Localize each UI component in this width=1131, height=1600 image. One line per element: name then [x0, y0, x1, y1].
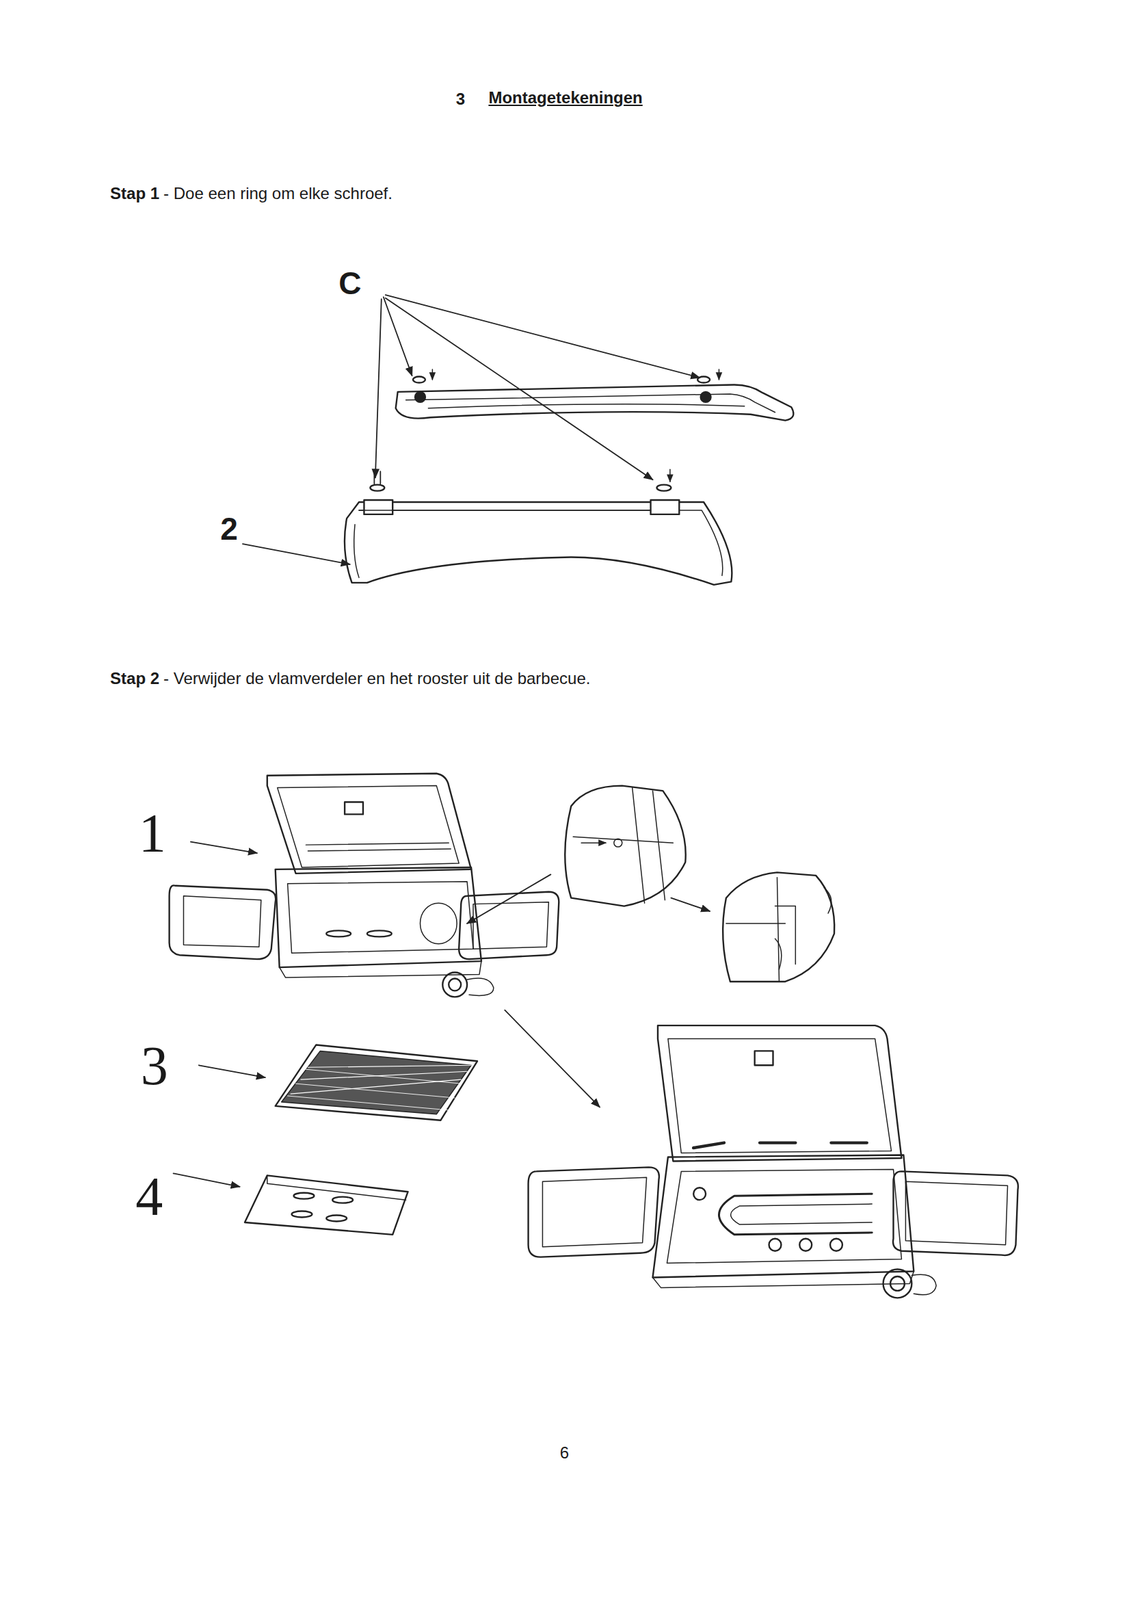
handle-top	[395, 369, 794, 421]
handle-base	[344, 469, 732, 585]
flame-tamer	[244, 1174, 409, 1235]
callout-letter: C	[338, 267, 362, 299]
section-number: 3	[456, 90, 465, 108]
step-instruction: - Doe een ring om elke schroef.	[163, 185, 393, 202]
callout-number: 4	[135, 1168, 163, 1224]
cooking-grate	[275, 1044, 478, 1120]
page-number: 6	[560, 1444, 569, 1461]
callout-number: 3	[140, 1038, 169, 1093]
leader-lines	[242, 294, 700, 565]
grill-assembled	[169, 773, 560, 997]
callout-number: 1	[138, 805, 167, 861]
detail-view	[564, 785, 835, 982]
grill-opened	[528, 1025, 1019, 1298]
step2-arrows	[173, 841, 710, 1187]
callout-number: 2	[220, 512, 238, 545]
step-label: Stap 1	[110, 185, 160, 202]
section-title: Montagetekeningen	[488, 89, 643, 106]
step-instruction: - Verwijder de vlamverdeler en het roost…	[163, 670, 591, 687]
step-label: Stap 2	[110, 670, 160, 687]
